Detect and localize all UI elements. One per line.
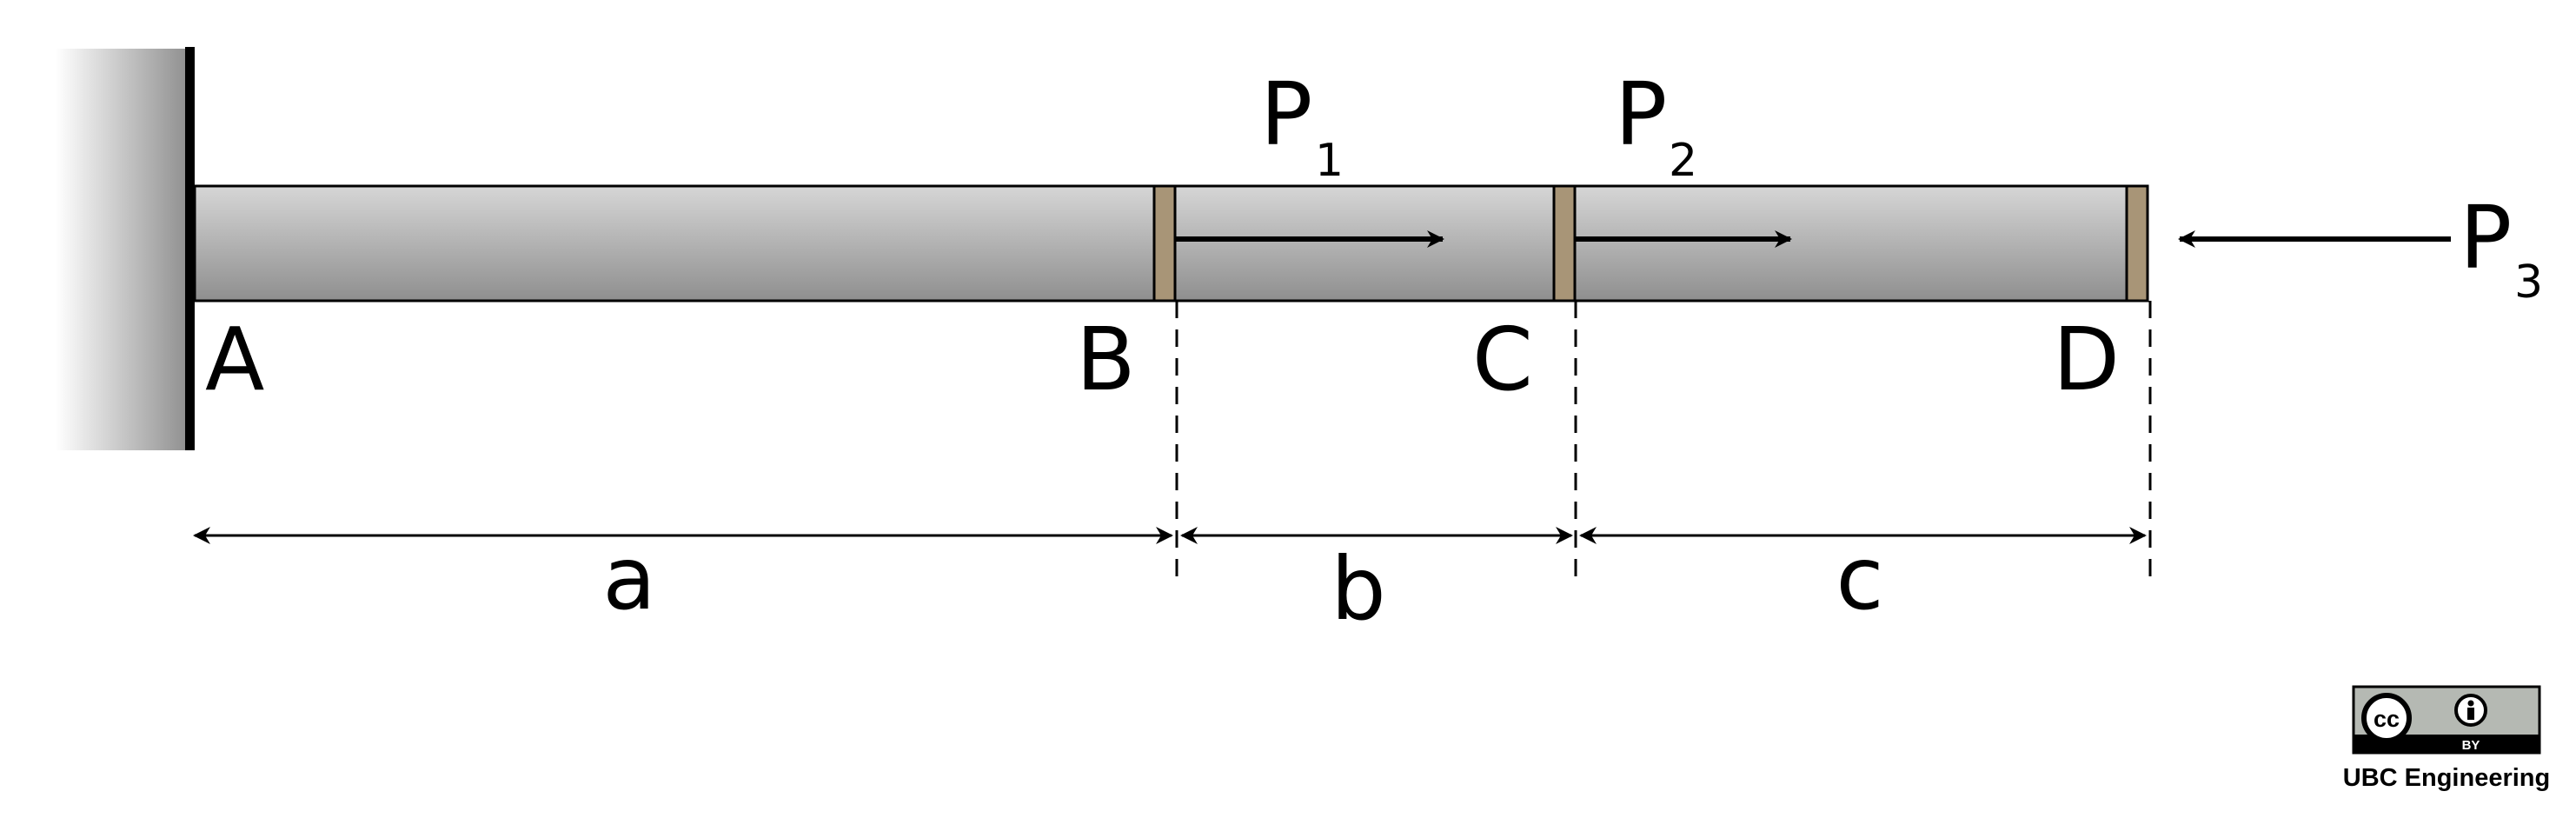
wall-hatch xyxy=(56,49,195,450)
force-p2-subscript: 2 xyxy=(1669,135,1697,187)
extension-lines xyxy=(1175,301,2152,584)
collar-c xyxy=(1552,184,1577,303)
force-p3-subscript: 3 xyxy=(2514,256,2543,309)
bar-segment-bc xyxy=(1154,184,1557,303)
force-p2-label: P xyxy=(1615,63,1667,165)
bar-segment-ab xyxy=(193,184,1158,303)
point-label-b: B xyxy=(1076,309,1136,410)
force-p3: P 3 xyxy=(2178,187,2543,309)
dimension-label-a: a xyxy=(602,528,655,629)
cc-icon-text: cc xyxy=(2374,706,2400,732)
cc-by-license-badge: cc BY xyxy=(2352,685,2541,755)
point-label-d: D xyxy=(2053,309,2120,410)
collar-b xyxy=(1152,184,1177,303)
fixed-wall-support xyxy=(56,47,195,450)
force-p1-subscript: 1 xyxy=(1315,135,1344,187)
point-label-a: A xyxy=(205,309,264,410)
by-text: BY xyxy=(2462,738,2480,753)
bar xyxy=(193,184,2149,303)
force-p2: P 2 xyxy=(1575,63,1792,248)
dimension-label-b: b xyxy=(1331,538,1385,640)
force-p3-label: P xyxy=(2460,187,2512,289)
bar-segment-cd xyxy=(1554,184,2149,303)
attribution-person-head xyxy=(2467,700,2474,707)
cc-icon xyxy=(2361,693,2412,743)
dimension-label-c: c xyxy=(1836,528,1884,629)
attribution-person-body xyxy=(2467,708,2474,720)
force-p1-label: P xyxy=(1260,63,1312,165)
dimension-labels: a b c xyxy=(602,528,1883,640)
force-p1: P 1 xyxy=(1175,63,1444,248)
collar-d xyxy=(2125,184,2149,303)
credit-text: UBC Engineering xyxy=(2343,764,2550,792)
wall-face xyxy=(185,47,195,450)
point-labels: A B C D xyxy=(205,309,2120,410)
point-label-c: C xyxy=(1472,309,1533,410)
